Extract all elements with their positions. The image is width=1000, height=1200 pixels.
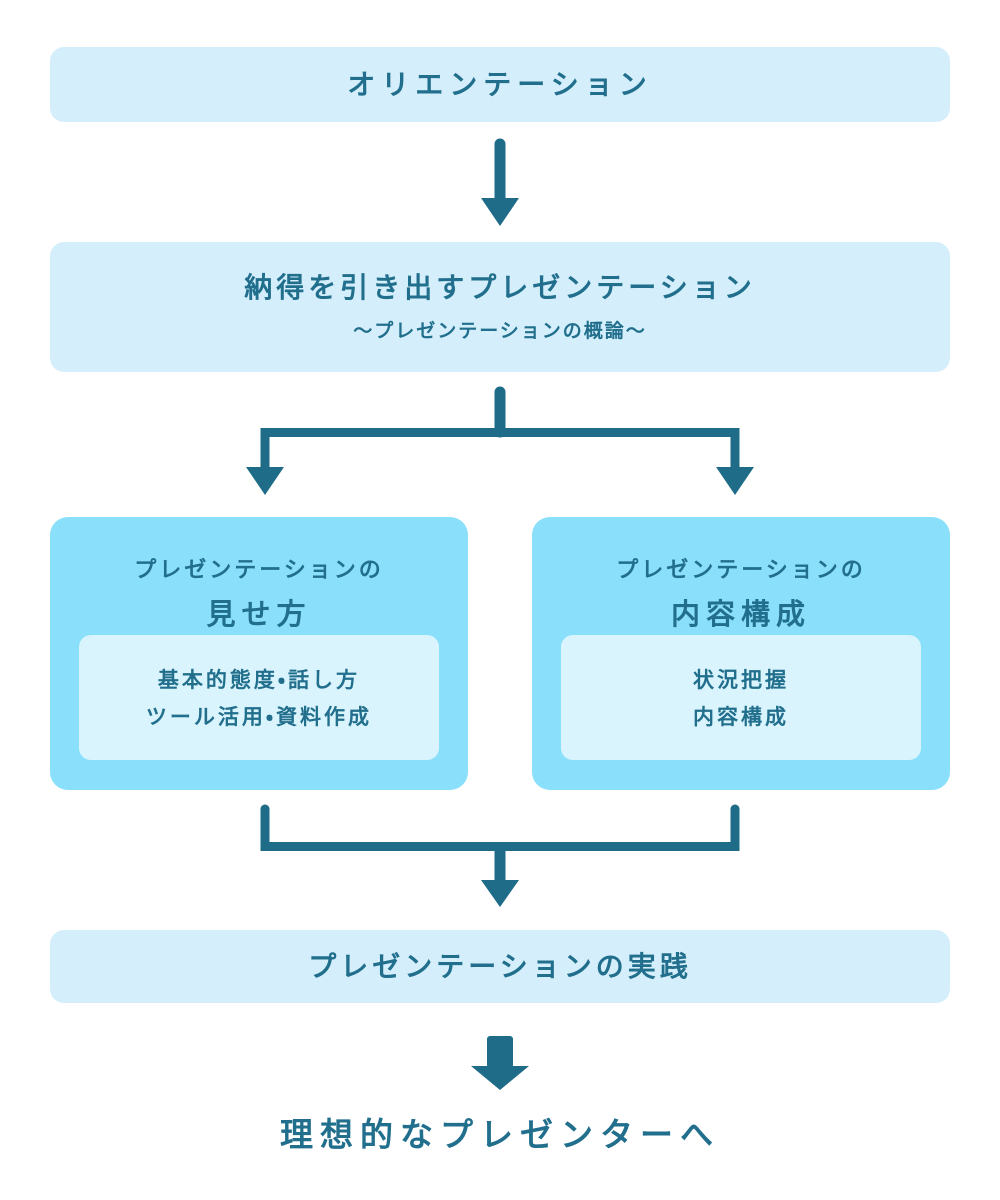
branch-presentation-content-box: プレゼンテーションの 内容構成 状況把握 内容構成	[532, 517, 950, 790]
branch-right-title-line2: 内容構成	[670, 599, 811, 631]
branch-right-detail-item: 状況把握	[693, 669, 789, 692]
step-overview-box: 納得を引き出すプレゼンテーション 〜プレゼンテーションの概論〜	[50, 242, 950, 372]
block-down-arrow-icon	[471, 1036, 529, 1090]
branch-left-detail-item: 基本的態度・話し方	[157, 669, 361, 692]
step-orientation-label: オリエンテーション	[347, 68, 653, 100]
step-orientation-box: オリエンテーション	[50, 47, 950, 122]
step-practice-box: プレゼンテーションの実践	[50, 930, 950, 1003]
step-overview-title: 納得を引き出すプレゼンテーション	[244, 272, 756, 304]
branch-left-title-line1: プレゼンテーションの	[134, 557, 384, 582]
branch-split-arrows-icon	[246, 386, 754, 495]
branch-right-detail-item: 内容構成	[693, 706, 789, 729]
merge-arrow-icon	[260, 804, 740, 907]
branch-left-detail-item: ツール活用・資料作成	[145, 706, 373, 729]
goal-text: 理想的なプレゼンターへ	[280, 1116, 720, 1153]
step-practice-label: プレゼンテーションの実践	[308, 950, 692, 982]
step-overview-subtitle: 〜プレゼンテーションの概論〜	[353, 320, 647, 342]
branch-right-title-line1: プレゼンテーションの	[616, 557, 866, 582]
down-arrow-icon	[481, 138, 519, 226]
branch-left-title-line2: 見せ方	[206, 599, 312, 631]
branch-presentation-delivery-box: プレゼンテーションの 見せ方 基本的態度・話し方 ツール活用・資料作成	[50, 517, 468, 790]
branch-right-detail-box: 状況把握 内容構成	[561, 635, 921, 760]
branch-left-detail-box: 基本的態度・話し方 ツール活用・資料作成	[79, 635, 439, 760]
